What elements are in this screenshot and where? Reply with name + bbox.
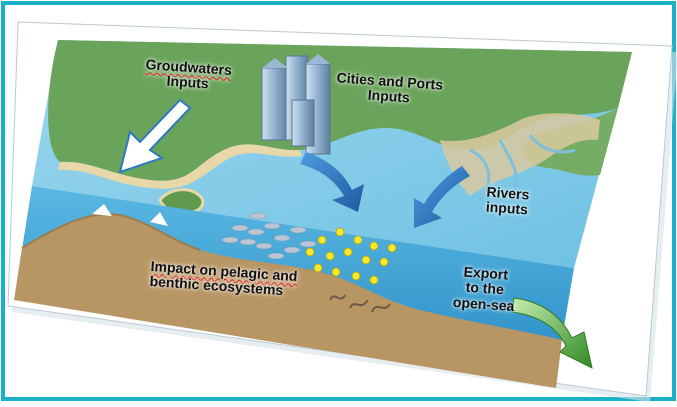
- ridge-caps: [92, 204, 168, 226]
- river-delta: [440, 113, 600, 196]
- rivers-label-line2: inputs: [485, 198, 529, 218]
- frame-border: [1, 1, 676, 401]
- groundwater-arrow: [118, 98, 192, 174]
- export-arrow: [511, 297, 593, 369]
- river-channels: [469, 134, 576, 201]
- rivers-arrow: [414, 166, 470, 228]
- seabed-ridge: [21, 213, 201, 251]
- groundwater-inputs-label: Groudwaters Inputs: [144, 56, 232, 94]
- seabed: [14, 214, 562, 388]
- city-buildings: [261, 54, 331, 155]
- particles: [305, 227, 397, 285]
- export-open-sea-label: Export to the open-sea: [452, 264, 517, 314]
- cities-arrow: [300, 152, 364, 212]
- rivers-inputs-label: Rivers inputs: [485, 184, 529, 219]
- sand-coast: [58, 144, 302, 189]
- fish-school: [221, 212, 317, 260]
- benthic-coral: [329, 294, 391, 313]
